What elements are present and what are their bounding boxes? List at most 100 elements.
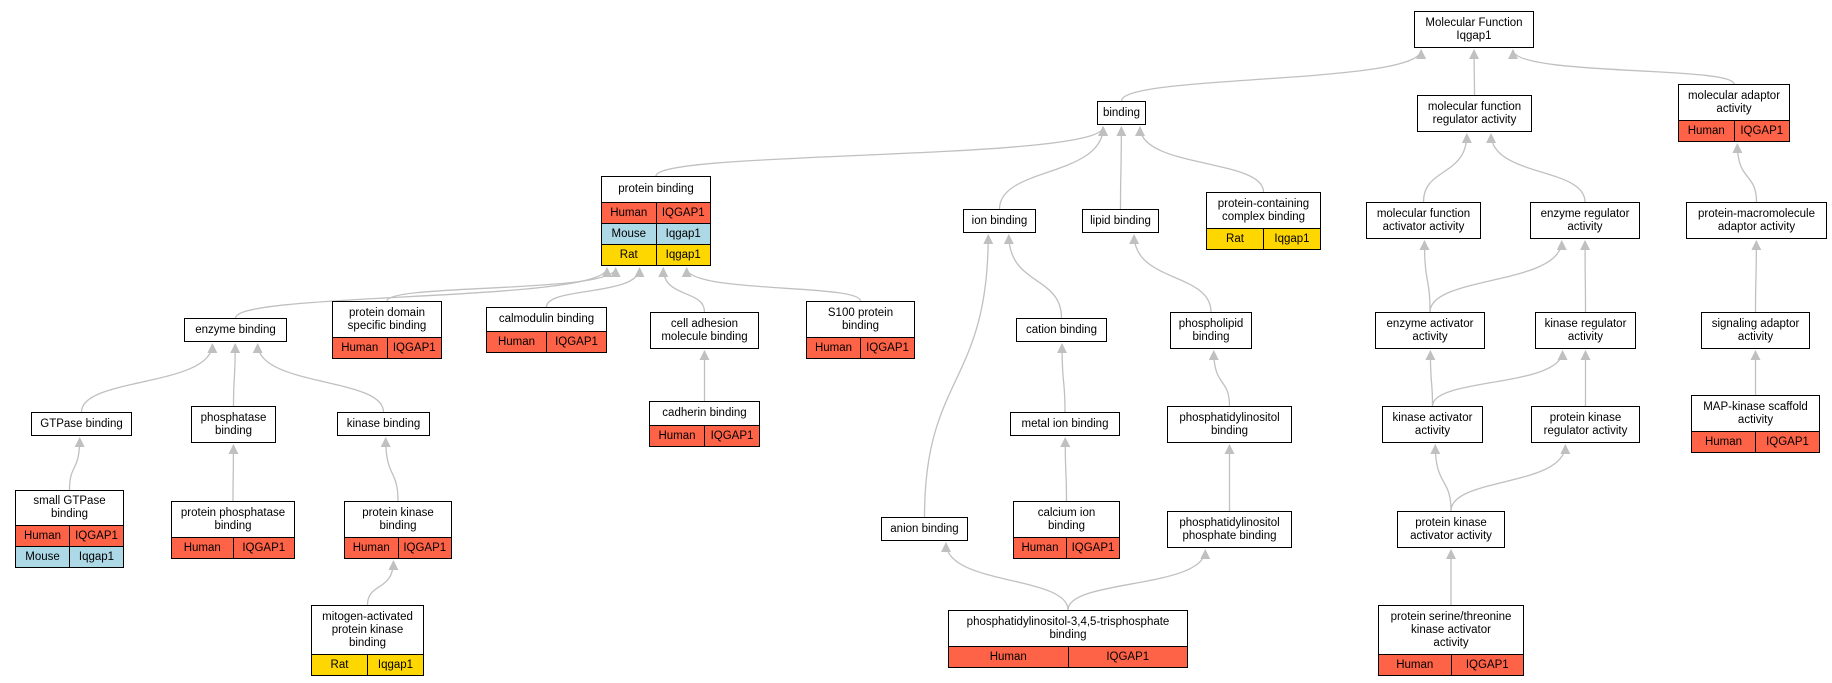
go-term-label: protein phosphatase binding xyxy=(180,506,286,532)
go-term-node[interactable]: kinase binding xyxy=(337,412,430,436)
go-term-label: MAP-kinase scaffold activity xyxy=(1703,400,1808,426)
go-term-label: protein-containing complex binding xyxy=(1217,197,1310,223)
go-term-node[interactable]: binding xyxy=(1097,101,1146,125)
gene-symbol: IQGAP1 xyxy=(655,203,711,223)
gene-symbol: Iqgap1 xyxy=(655,245,711,265)
is-a-edge xyxy=(923,234,994,518)
go-term-label: lipid binding xyxy=(1090,214,1151,227)
go-term-label: kinase regulator activity xyxy=(1544,317,1627,343)
go-term-label: small GTPase binding xyxy=(33,495,106,520)
go-term-label: enzyme regulator activity xyxy=(1540,207,1630,233)
go-term-node[interactable]: enzyme regulator activity xyxy=(1530,202,1640,239)
go-term-label: signaling adaptor activity xyxy=(1711,317,1800,343)
is-a-edge xyxy=(1751,240,1762,313)
go-term-node[interactable]: phosphatidylinositol-3,4,5-trisphosphate… xyxy=(948,610,1188,668)
go-term-node[interactable]: ion binding xyxy=(963,209,1036,233)
go-term-node[interactable]: phosphatase binding xyxy=(191,406,276,443)
species-label: Human xyxy=(1396,659,1434,671)
go-term-node[interactable]: GTPase binding xyxy=(31,412,132,436)
go-term-label: molecular function regulator activity xyxy=(1427,100,1522,126)
go-term-node[interactable]: protein kinase regulator activity xyxy=(1531,406,1640,443)
go-term-label: phosphatase binding xyxy=(200,411,267,437)
go-term-node[interactable]: anion binding xyxy=(881,517,968,541)
annotation-row-human: Human IQGAP1 xyxy=(487,331,606,352)
go-term-label: protein domain specific binding xyxy=(347,306,427,332)
go-term-node[interactable]: phosphatidylinositol phosphate binding xyxy=(1167,511,1292,548)
go-term-node[interactable]: enzyme activator activity xyxy=(1375,312,1485,349)
is-a-edge xyxy=(1067,549,1211,611)
go-term-node[interactable]: molecular function regulator activity xyxy=(1417,95,1532,132)
go-term-node[interactable]: metal ion binding xyxy=(1010,412,1120,436)
is-a-edge xyxy=(1422,133,1472,203)
go-term-label: protein serine/threonine kinase activato… xyxy=(1390,610,1512,649)
is-a-edge xyxy=(1429,240,1567,313)
go-term-node[interactable]: lipid binding xyxy=(1082,209,1159,233)
go-term-node[interactable]: signaling adaptor activity xyxy=(1701,312,1810,349)
go-term-label: molecular function activator activity xyxy=(1376,207,1471,233)
gene-symbol: IQGAP1 xyxy=(546,332,606,352)
go-term-label: calmodulin binding xyxy=(498,313,595,325)
species-label: Human xyxy=(658,430,696,442)
gene-symbol: Iqgap1 xyxy=(1263,229,1320,249)
is-a-edge xyxy=(1208,350,1231,407)
gene-symbol: IQGAP1 xyxy=(1733,121,1790,141)
go-term-label: phosphatidylinositol binding xyxy=(1179,411,1280,437)
gene-symbol: IQGAP1 xyxy=(1066,538,1119,558)
is-a-edge xyxy=(545,267,645,308)
gene-symbol: Iqgap1 xyxy=(367,655,423,675)
go-term-node[interactable]: mitogen-activated protein kinase binding… xyxy=(311,605,424,676)
go-term-label: kinase binding xyxy=(346,417,421,430)
go-term-label: binding xyxy=(1102,106,1141,119)
go-term-node[interactable]: Molecular Function Iqgap1 xyxy=(1414,11,1534,48)
go-term-label: cell adhesion molecule binding xyxy=(661,317,748,343)
is-a-edge xyxy=(658,267,706,313)
go-term-label: molecular adaptor activity xyxy=(1687,89,1781,115)
go-term-node[interactable]: kinase regulator activity xyxy=(1535,312,1636,349)
go-term-node[interactable]: enzyme binding xyxy=(184,318,287,342)
go-term-label: protein binding xyxy=(618,183,694,195)
go-term-node[interactable]: cell adhesion molecule binding xyxy=(650,312,759,349)
is-a-edge xyxy=(68,437,85,491)
gene-symbol: Iqgap1 xyxy=(655,224,711,244)
go-term-label: anion binding xyxy=(890,522,959,535)
go-term-label: phosphatidylinositol phosphate binding xyxy=(1179,516,1280,542)
gene-symbol: IQGAP1 xyxy=(397,538,452,558)
species-label: Rat xyxy=(330,659,349,671)
is-a-edge xyxy=(1419,240,1431,313)
go-term-node[interactable]: protein serine/threonine kinase activato… xyxy=(1378,605,1524,676)
go-term-label: metal ion binding xyxy=(1021,417,1109,430)
go-term-label: S100 protein binding xyxy=(827,306,894,332)
go-term-node[interactable]: cation binding xyxy=(1016,318,1107,342)
go-term-node[interactable]: phosphatidylinositol binding xyxy=(1167,406,1292,443)
gene-symbol: IQGAP1 xyxy=(860,338,914,358)
go-term-node[interactable]: kinase activator activity xyxy=(1382,406,1483,443)
go-term-node[interactable]: molecular function activator activity xyxy=(1366,202,1481,239)
gene-symbol: IQGAP1 xyxy=(1067,647,1188,667)
is-a-edge xyxy=(681,267,862,302)
is-a-edge xyxy=(1450,444,1571,512)
go-term-node[interactable]: protein kinase activator activity xyxy=(1397,511,1505,548)
species-label: Human xyxy=(497,336,536,348)
go-term-label: protein kinase activator activity xyxy=(1410,516,1492,542)
is-a-edge xyxy=(1003,234,1063,319)
go-term-label: protein-macromolecule adaptor activity xyxy=(1698,207,1815,233)
go-term-node[interactable]: protein-macromolecule adaptor activity xyxy=(1686,202,1827,239)
go-term-node[interactable]: phospholipid binding xyxy=(1170,312,1252,349)
